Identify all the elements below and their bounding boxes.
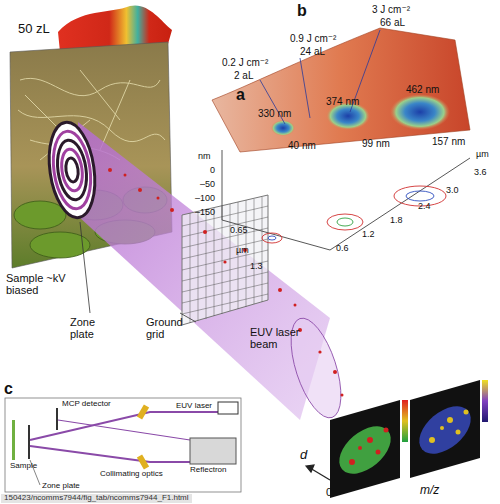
axis-tick: –50 (200, 180, 215, 190)
panel-letter: c (4, 380, 13, 398)
fluence-label: 3 J cm⁻² (372, 4, 410, 15)
axis-tick: 0.65 (230, 226, 248, 236)
axis-tick: 3.0 (446, 186, 459, 196)
volume-label: 2 aL (234, 70, 253, 81)
volume-label: 66 aL (380, 17, 405, 28)
axis-tick: –100 (195, 194, 215, 204)
fluence-label: 0.9 J cm⁻² (290, 33, 336, 44)
axis-tick: 1.3 (250, 262, 263, 272)
axis-unit: µm (476, 150, 489, 160)
axis-tick: –150 (195, 208, 215, 218)
part-label: Collimating optics (100, 470, 163, 479)
dimension-label: 374 nm (326, 96, 359, 107)
axis-tick: 0 (210, 166, 215, 176)
panel-letter: b (297, 2, 307, 20)
part-label: Sample (10, 462, 37, 471)
url-status: 150423/ncomms7944/fig_tab/ncomms7944_F1.… (1, 494, 192, 503)
dimension-label: 462 nm (406, 84, 439, 95)
axis-tick: 0 (326, 486, 332, 498)
part-label: MCP detector (62, 400, 111, 409)
part-label: Sample ~kV biased (6, 272, 78, 296)
axis-unit: nm (198, 152, 211, 162)
axis-label: m/z (420, 484, 439, 497)
axis-unit: µm (236, 246, 249, 256)
part-label: Zone plate (42, 482, 80, 491)
part-label: Reflectron (190, 466, 226, 475)
panel-letter: a (236, 86, 245, 104)
dimension-label: 40 nm (288, 140, 316, 151)
dimension-label: 157 nm (432, 136, 465, 147)
part-label: Ground grid (146, 316, 192, 340)
axis-tick: 2.4 (418, 202, 431, 212)
part-label: EUV laser (176, 402, 212, 411)
axis-tick: 3.6 (474, 168, 487, 178)
part-label: EUV laser beam (250, 326, 302, 350)
volume-label: 24 aL (300, 46, 325, 57)
axis-tick: 1.8 (390, 216, 403, 226)
axis-label: d (300, 448, 307, 462)
dimension-label: 330 nm (258, 108, 291, 119)
fluence-label: 0.2 J cm⁻² (222, 57, 268, 68)
axis-tick: 0.6 (336, 244, 349, 254)
part-label: Zone plate (70, 316, 112, 340)
dimension-label: 99 nm (362, 138, 390, 149)
axis-tick: 1.2 (362, 230, 375, 240)
volume-label: 50 zL (18, 22, 50, 36)
